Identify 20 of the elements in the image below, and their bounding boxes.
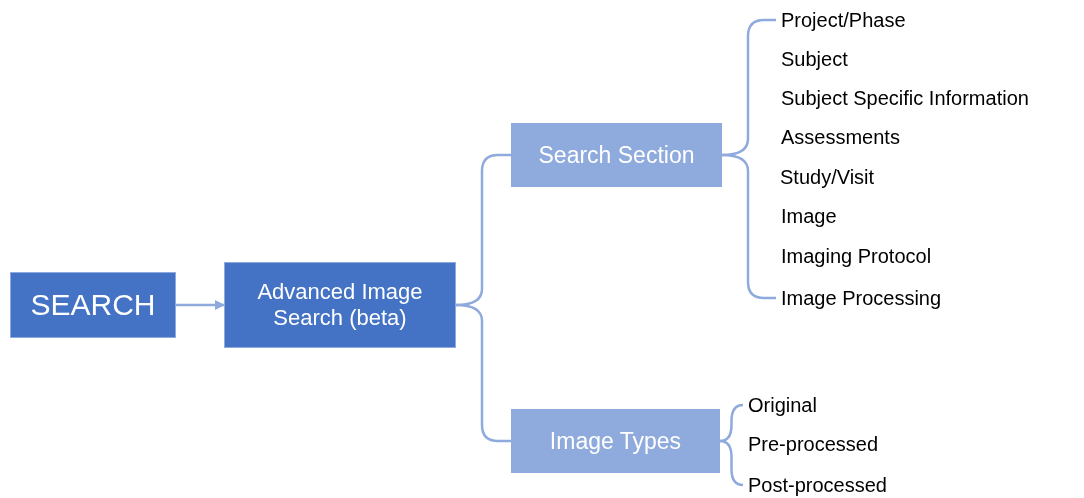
- item-text: Subject Specific Information: [776, 85, 1081, 111]
- brace-connector: [455, 303, 511, 443]
- process-box: SEARCH: [10, 272, 176, 338]
- brace-connector: [721, 153, 776, 300]
- brace-connector: [719, 403, 745, 443]
- item-text: Pre-processed: [743, 431, 943, 457]
- process-box: Advanced Image Search (beta): [224, 262, 456, 348]
- item-text: Study/Visit: [775, 164, 1075, 190]
- brace-connector: [719, 439, 745, 487]
- item-text: Image Processing: [776, 285, 1076, 311]
- item-text: Image: [776, 203, 1076, 229]
- item-text: Imaging Protocol: [776, 243, 1076, 269]
- item-text: Assessments: [776, 124, 1076, 150]
- item-text: Original: [743, 392, 943, 418]
- item-text: Post-processed: [743, 472, 943, 498]
- item-text: Subject: [776, 46, 1076, 72]
- item-text: Project/Phase: [776, 7, 1076, 33]
- category-box: Image Types: [511, 409, 720, 473]
- arrow: [176, 300, 225, 310]
- category-box: Search Section: [511, 123, 722, 187]
